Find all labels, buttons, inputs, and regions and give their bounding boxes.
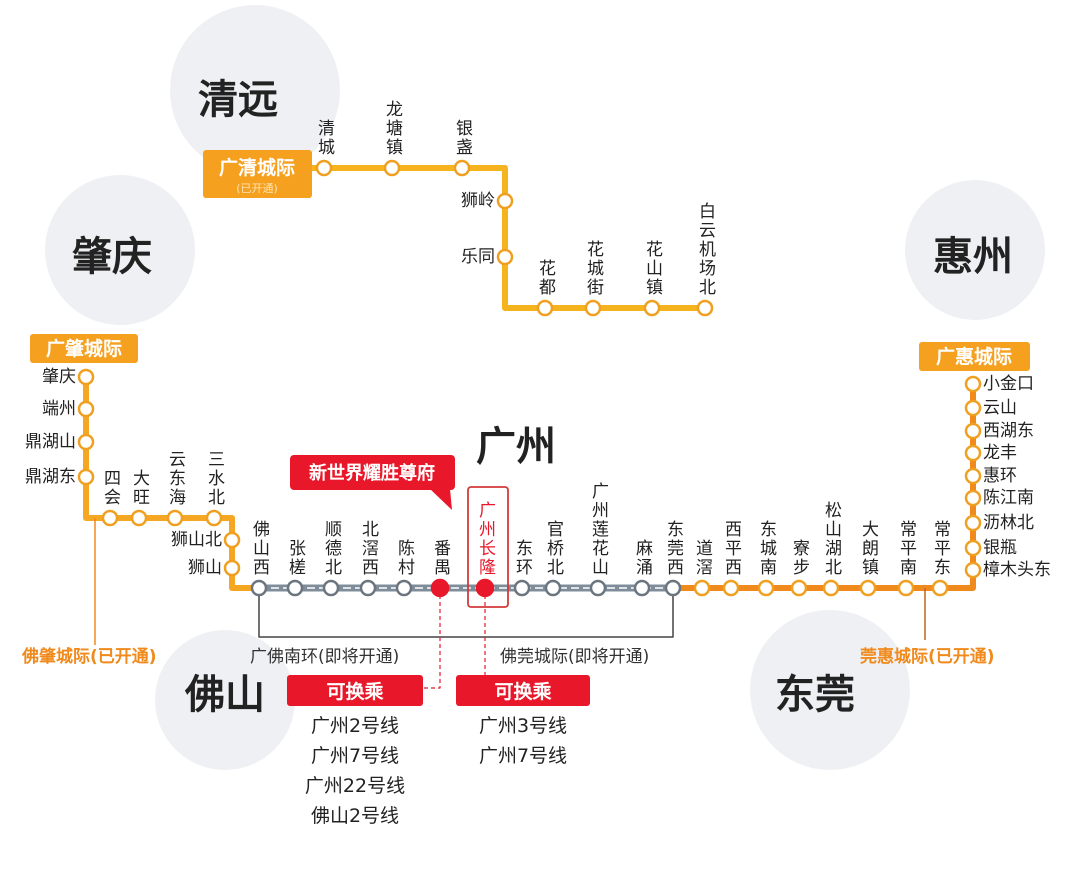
station-marker[interactable]: [536, 299, 554, 317]
svg-text:可换乘: 可换乘: [326, 680, 383, 703]
station-marker[interactable]: [790, 579, 808, 597]
station-marker[interactable]: [633, 579, 651, 597]
station-marker[interactable]: [205, 509, 223, 527]
svg-text:新世界耀胜尊府: 新世界耀胜尊府: [309, 462, 435, 484]
station-marker[interactable]: [859, 579, 877, 597]
station-marker[interactable]: [964, 375, 982, 393]
station-marker[interactable]: [496, 248, 514, 266]
station-marker[interactable]: [964, 399, 982, 417]
station-marker[interactable]: [931, 579, 949, 597]
city-foshan: 佛山: [184, 671, 265, 718]
station-marker[interactable]: [130, 509, 148, 527]
station-marker[interactable]: [513, 579, 531, 597]
station-marker[interactable]: [964, 561, 982, 579]
station-marker[interactable]: [77, 400, 95, 418]
track-guangzhao: [83, 377, 259, 591]
station-marker[interactable]: [693, 579, 711, 597]
label-fowan: 佛莞城际(即将开通): [500, 647, 649, 667]
station-marker[interactable]: [315, 159, 333, 177]
station-marker[interactable]: [964, 539, 982, 557]
station-marker[interactable]: [101, 509, 119, 527]
station-marker[interactable]: [584, 299, 602, 317]
transfer-line: 佛山2号线: [311, 805, 399, 827]
city-zhaoqing: 肇庆: [72, 233, 152, 280]
svg-text:广清城际: 广清城际: [219, 156, 295, 179]
svg-text:广肇城际: 广肇城际: [46, 337, 122, 360]
transfer-panyu: 可换乘 广州2号线 广州7号线 广州22号线 佛山2号线: [287, 675, 423, 827]
station-marker[interactable]: [286, 579, 304, 597]
station-marker[interactable]: [964, 514, 982, 532]
city-huizhou: 惠州: [933, 233, 1013, 280]
label-fozhao: 佛肇城际(已开通): [21, 646, 157, 667]
station-marker[interactable]: [77, 368, 95, 386]
station-marker[interactable]: [964, 489, 982, 507]
station-marker[interactable]: [589, 579, 607, 597]
stations: [77, 159, 982, 598]
transfer-line: 广州2号线: [311, 715, 399, 737]
bracket-guangfo: [258, 588, 674, 638]
station-marker[interactable]: [664, 579, 682, 597]
transfer-line: 广州22号线: [305, 775, 405, 797]
track-guanhui: [673, 384, 976, 591]
station-marker[interactable]: [77, 468, 95, 486]
station-marker[interactable]: [359, 579, 377, 597]
city-guangzhou: 广州: [476, 423, 556, 470]
highlight-changlong: [467, 486, 509, 608]
guangzhao-label: 广肇城际: [30, 334, 138, 363]
transfer-changlong: 可换乘 广州3号线 广州7号线: [456, 675, 590, 767]
svg-text:可换乘: 可换乘: [494, 680, 551, 703]
station-marker[interactable]: [897, 579, 915, 597]
svg-text:(已开通): (已开通): [236, 182, 278, 195]
svg-text:广惠城际: 广惠城际: [936, 345, 1012, 368]
station-marker[interactable]: [223, 531, 241, 549]
station-marker[interactable]: [77, 433, 95, 451]
station-marker[interactable]: [250, 579, 268, 597]
station-marker[interactable]: [223, 559, 241, 577]
station-marker[interactable]: [722, 579, 740, 597]
transfer-line: 广州3号线: [479, 715, 567, 737]
station-marker[interactable]: [964, 467, 982, 485]
city-backdrops: [45, 5, 1045, 770]
track-guangqing: [312, 165, 705, 311]
station-marker[interactable]: [395, 579, 413, 597]
station-marker[interactable]: [166, 509, 184, 527]
station-marker[interactable]: [453, 159, 471, 177]
label-wanhui: 莞惠城际(已开通): [860, 646, 995, 667]
transfer-line: 广州7号线: [311, 745, 399, 767]
city-dongguan: 东莞: [775, 671, 855, 718]
station-marker[interactable]: [383, 159, 401, 177]
station-marker[interactable]: [430, 578, 450, 598]
station-marker[interactable]: [475, 578, 495, 598]
city-qingyuan: 清远: [198, 76, 278, 123]
station-marker[interactable]: [544, 579, 562, 597]
guanghui-label: 广惠城际: [919, 342, 1030, 371]
station-marker[interactable]: [964, 444, 982, 462]
station-marker[interactable]: [322, 579, 340, 597]
transfer-line: 广州7号线: [479, 745, 567, 767]
station-marker[interactable]: [757, 579, 775, 597]
station-marker[interactable]: [696, 299, 714, 317]
label-guangfo-south: 广佛南环(即将开通): [250, 647, 399, 667]
station-marker[interactable]: [964, 422, 982, 440]
station-marker[interactable]: [822, 579, 840, 597]
guangqing-label: 广清城际 (已开通): [203, 150, 312, 198]
station-marker[interactable]: [496, 192, 514, 210]
callout-new-world: 新世界耀胜尊府: [290, 455, 455, 510]
station-marker[interactable]: [643, 299, 661, 317]
